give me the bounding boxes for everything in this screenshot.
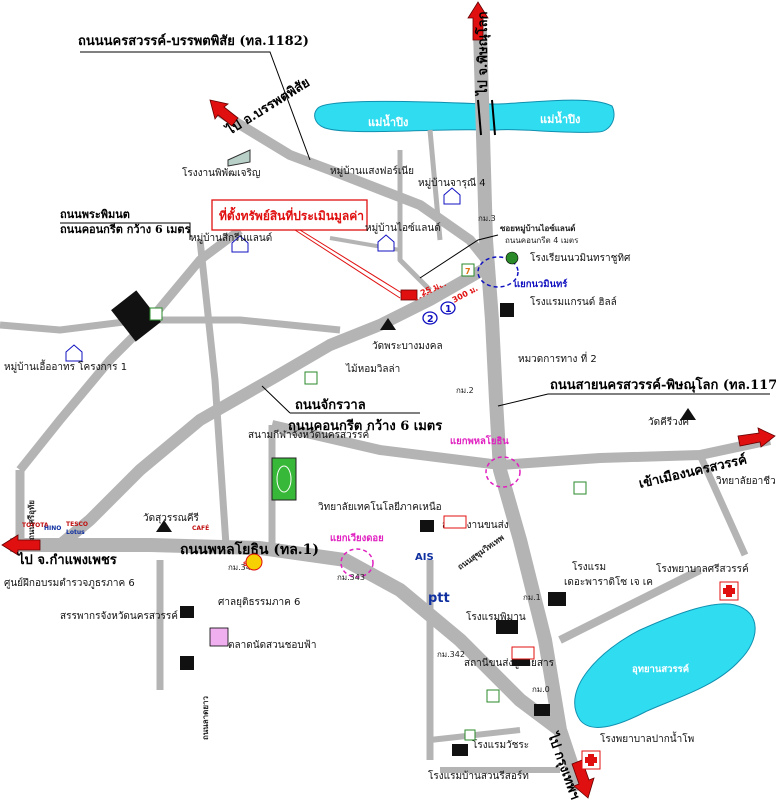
km-0: กม.0 bbox=[532, 685, 550, 694]
factory-icon bbox=[227, 149, 251, 167]
road-label-chakkrawan-2: ถนนคอนกรีต กว้าง 6 เมตร bbox=[288, 418, 442, 434]
intersection-wiang-doi bbox=[340, 548, 374, 578]
house-icon bbox=[65, 187, 461, 362]
place-wat-khiri: วัดคีรีวงศ์ bbox=[648, 416, 690, 428]
place-roundabout: หมวดการทาง ที่ 2 bbox=[518, 351, 597, 365]
place-hotel-grand: โรงแรมแกรนด์ ฮิลล์ bbox=[530, 295, 617, 308]
bridge bbox=[477, 99, 496, 136]
hospital-cross-icon bbox=[581, 581, 739, 770]
shell-icon bbox=[245, 553, 263, 571]
seven-eleven-icon bbox=[149, 263, 587, 741]
road-label-market-road: ถนนลาดยาว bbox=[201, 695, 210, 740]
place-wat-suwan: วัดสุวรรณคีรี bbox=[143, 512, 200, 524]
road-label-soi-village-2: ถนนคอนกรีต 4 เมตร bbox=[505, 236, 579, 245]
place-hotel-paradiso: โรงแรม bbox=[572, 560, 606, 573]
toyota-brand: TOYOTA bbox=[22, 522, 49, 529]
km-markers: กม.3 กม.2 กม.344 กม.343 กม.342 กม.1 กม.0 bbox=[228, 214, 550, 694]
place-training: ศูนย์ฝึกอบรมตำรวจภูธรภาค 6 bbox=[4, 577, 135, 589]
place-hotel-suan: โรงแรมบ้านสวนรีสอร์ท bbox=[428, 769, 529, 782]
direction-phitsanulok: ไป จ.พิษณุโลก bbox=[474, 11, 491, 97]
intersection-nawamin-label: แยกนวมินทร์ bbox=[514, 278, 568, 290]
place-tech-college: วิทยาลัยเทคโนโลยีภาคเหนือ bbox=[318, 500, 442, 513]
place-factory: โรงงานพิพัฒเจริญ bbox=[182, 166, 260, 179]
lake bbox=[574, 603, 756, 728]
place-wat-phra: วัดพระบางมงคล bbox=[372, 341, 443, 352]
hotel-icon bbox=[111, 290, 566, 756]
road-label-nakhon-banphot: ถนนนครสวรรค์-บรรพตพิสัย (ทล.1182) bbox=[78, 33, 309, 49]
km-2: กม.2 bbox=[456, 386, 474, 395]
km-342: กม.342 bbox=[437, 650, 465, 659]
junction-marker-2-label: 2 bbox=[427, 314, 434, 325]
place-tree: ไม้หอมวิลล่า bbox=[345, 363, 400, 375]
km-344: กม.344 bbox=[228, 563, 256, 572]
place-market: ตลาดนัดสวนชอบฟ้า bbox=[228, 639, 316, 651]
km-3: กม.3 bbox=[478, 214, 496, 223]
place-transport-office: สำนักงานขนส่ง bbox=[442, 520, 509, 531]
market-icon bbox=[209, 627, 229, 647]
km-343: กม.343 bbox=[337, 573, 365, 582]
place-stadium: สนามกีฬาจังหวัดนครสวรรค์ bbox=[248, 429, 369, 441]
km-1: กม.1 bbox=[523, 593, 541, 602]
junction-marker-1-label: 1 bbox=[445, 304, 452, 315]
temple-icon bbox=[156, 318, 696, 532]
place-court: ศาลยุติธรรมภาค 6 bbox=[218, 597, 300, 608]
junction-marker-2 bbox=[422, 311, 438, 325]
bus-icon bbox=[443, 515, 467, 529]
place-village-jarun: หมู่บ้านจารุณี 4 bbox=[418, 177, 486, 189]
bus-icon-2 bbox=[511, 646, 535, 660]
place-village-saphai: หมู่บ้านแสงฟอร์เนีย bbox=[330, 165, 414, 177]
intersection-phahon-label: แยกพหลโยธิน bbox=[450, 435, 509, 447]
river-label-right: แม่น้ำปิง bbox=[540, 111, 580, 126]
road-label-phra-phimon: ถนนพระพิมนต bbox=[60, 208, 130, 221]
lake-label: อุทยานสวรรค์ bbox=[632, 663, 689, 675]
place-college-north: วิทยาลัยอาชีวะ bbox=[716, 475, 776, 487]
road-label-chakkrawan: ถนนจักรวาล bbox=[295, 398, 366, 413]
hino-brand: HINO bbox=[44, 525, 61, 532]
direction-kamphaeng-phet: ไป จ.กำแพงเพชร bbox=[16, 551, 117, 568]
intersection-nawamin bbox=[477, 256, 519, 288]
school-icon bbox=[505, 251, 519, 265]
subject-callout-box bbox=[211, 199, 368, 231]
place-school: โรงเรียนนวมินทราชูทิศ bbox=[530, 251, 631, 264]
intersection-phahon bbox=[485, 456, 521, 488]
cafe-brand: CAFÉ bbox=[192, 524, 209, 532]
road-label-phahonyothin: ถนนพหลโยธิน (ทล.1) bbox=[180, 540, 319, 558]
place-village-uea: หมู่บ้านเอื้ออาทร โครงการ 1 bbox=[4, 359, 127, 373]
road-label-sukhumvit: ถนนสุขุมวิทเทพ bbox=[456, 533, 506, 572]
road-label-sai-nakhon-phitsanulok: ถนนสายนครสวรรค์-พิษณุโลก (ทล.117) bbox=[550, 376, 776, 393]
subject-marker bbox=[400, 289, 418, 301]
tesco-brand: TESCO bbox=[66, 521, 88, 528]
place-bus: สถานีขนส่งผู้โดยสาร bbox=[464, 656, 555, 669]
place-hotel-paradiso-2: เดอะพาราดิโซ เจ เค bbox=[564, 575, 653, 588]
place-hospital-sri: โรงพยาบาลศรีสวรรค์ bbox=[656, 562, 749, 575]
place-village-green: หมู่บ้านสีกรีนแลนด์ bbox=[190, 232, 272, 244]
place-hotel-pim: โรงแรมพิมาน bbox=[466, 610, 526, 623]
river-label-left: แม่น้ำปิง bbox=[368, 114, 408, 129]
stadium-icon bbox=[271, 457, 297, 501]
place-hotel-wachara: โรงแรมวัชระ bbox=[472, 738, 529, 751]
ais-brand: AIS bbox=[415, 552, 434, 563]
road-label-left-vertical: ถนนศรีอุทัย bbox=[26, 500, 37, 540]
intersection-wiang-doi-label: แยกเวียงดอย bbox=[330, 532, 384, 544]
ptt-brand: ptt bbox=[428, 591, 450, 606]
junction-marker-1 bbox=[440, 301, 456, 315]
road-label-soi-village: ซอยหมู่บ้านไอซ์แลนด์ bbox=[500, 223, 576, 234]
place-revenue: สรรพากรจังหวัดนครสวรรค์ bbox=[60, 610, 178, 622]
place-hospital-pak: โรงพยาบาลปากน้ำโพ bbox=[600, 731, 694, 745]
seven-eleven-label: 7 bbox=[465, 267, 471, 276]
lotus-brand: Lotus bbox=[66, 529, 85, 536]
place-village-iceland: หมู่บ้านไอซ์แลนด์ bbox=[365, 222, 441, 234]
subject-label: ที่ตั้งทรัพย์สินที่ประเมินมูลค่า bbox=[219, 206, 364, 224]
road-label-phra-phimon-2: ถนนคอนกรีต กว้าง 6 เมตร bbox=[60, 223, 191, 236]
